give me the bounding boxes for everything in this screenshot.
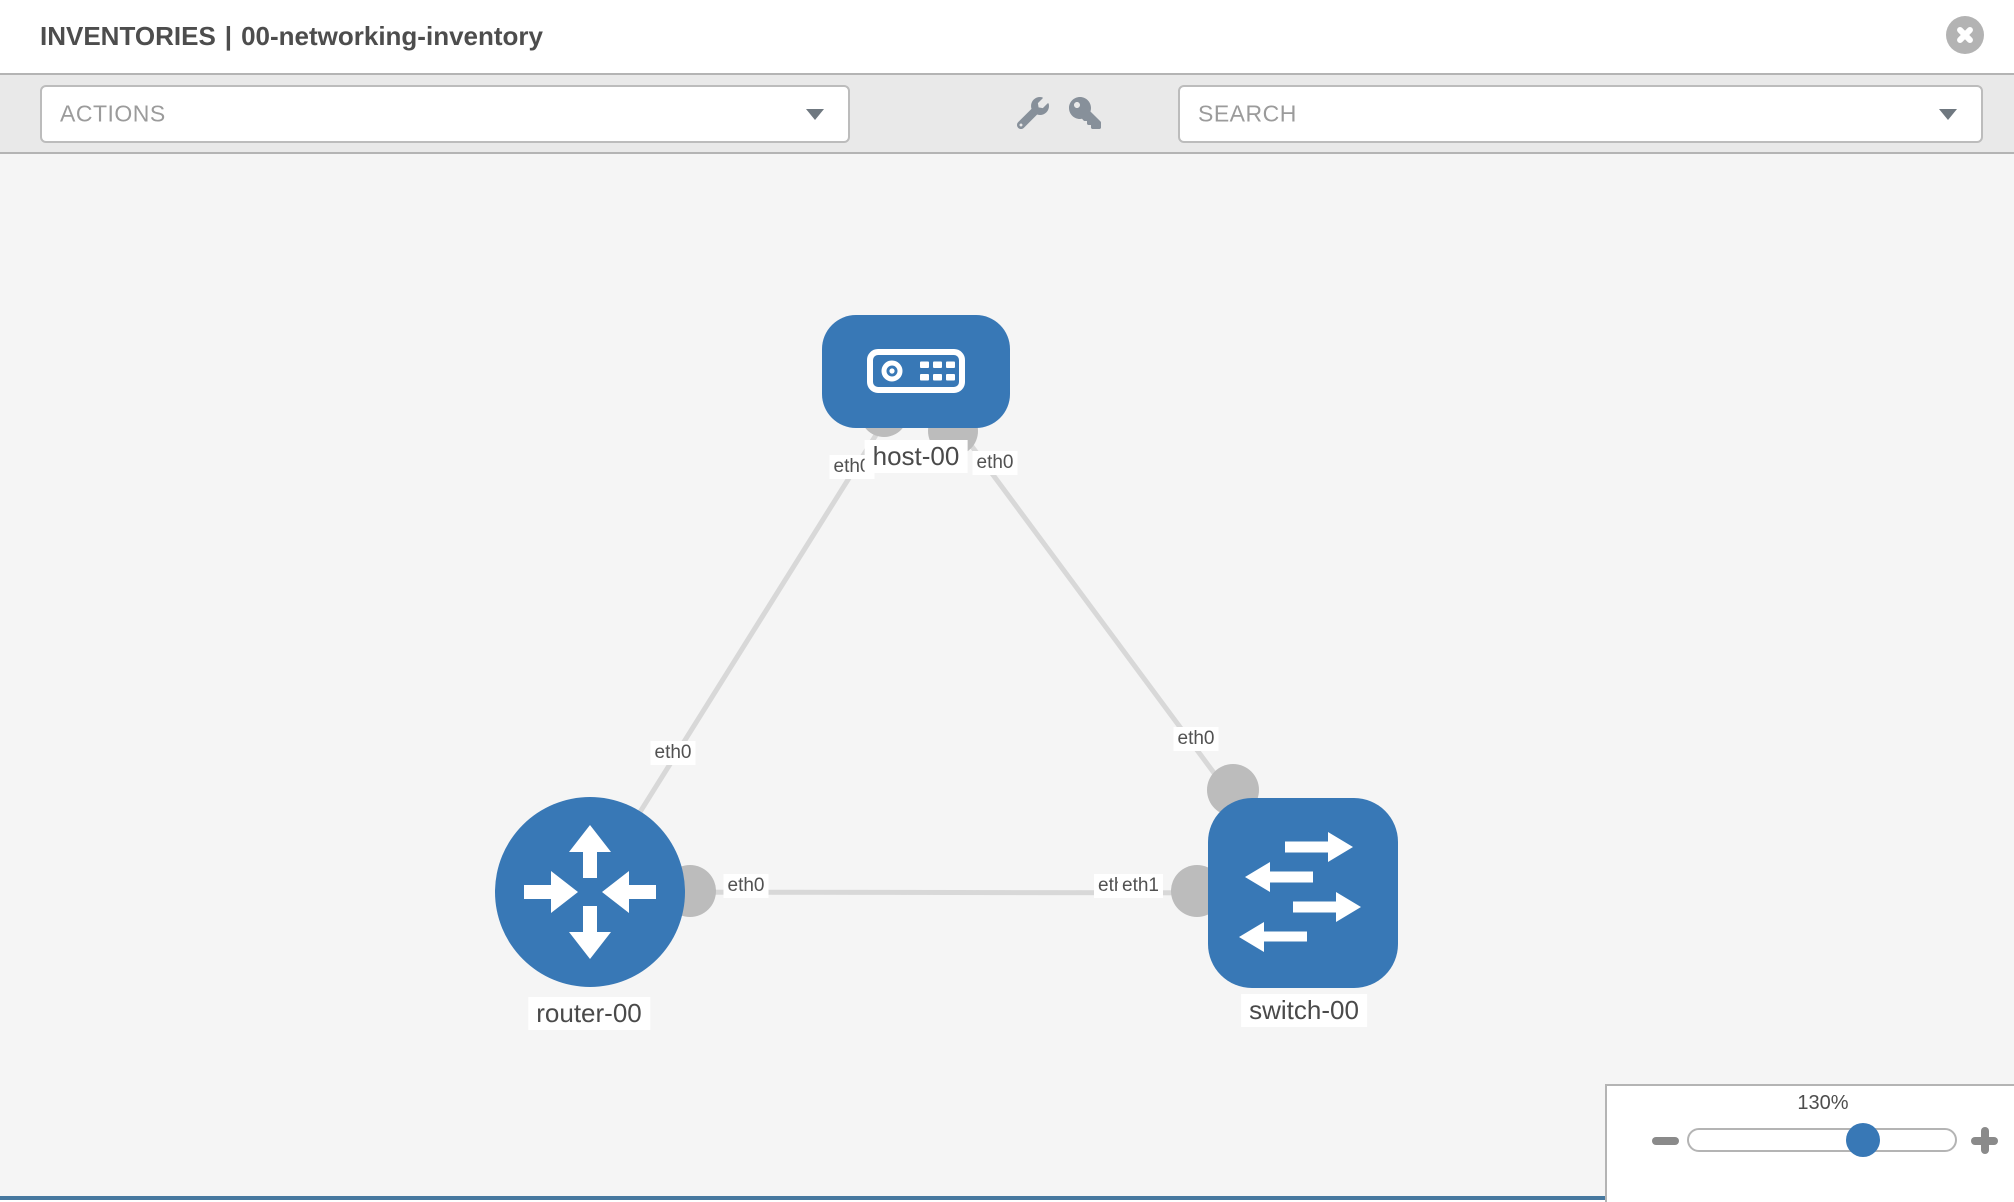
title-separator: | — [224, 21, 233, 51]
wrench-icon — [1016, 97, 1049, 130]
page-title: INVENTORIES | 00-networking-inventory — [40, 0, 543, 73]
zoom-in-button[interactable] — [1971, 1127, 1998, 1154]
router-icon — [524, 825, 656, 959]
actions-dropdown-label: ACTIONS — [60, 100, 166, 127]
zoom-slider-handle[interactable] — [1846, 1123, 1880, 1157]
header-bar: INVENTORIES | 00-networking-inventory — [0, 0, 2014, 75]
node-router[interactable] — [495, 797, 685, 987]
close-button[interactable] — [1946, 16, 1984, 54]
credentials-button[interactable] — [1069, 97, 1101, 129]
zoom-out-button[interactable] — [1652, 1137, 1679, 1145]
title-inventory-name: 00-networking-inventory — [241, 21, 543, 51]
actions-dropdown[interactable]: ACTIONS — [40, 85, 850, 143]
search-dropdown[interactable]: SEARCH — [1178, 85, 1983, 143]
plus-icon — [1981, 1127, 1989, 1154]
topology-graph — [495, 315, 1398, 988]
bottom-panel-edge — [0, 1196, 1605, 1200]
node-host[interactable] — [822, 315, 1010, 428]
interface-label-host-right: eth0 — [972, 451, 1018, 475]
node-label-router: router-00 — [528, 997, 650, 1030]
key-icon — [1069, 97, 1101, 129]
interface-label-switch-eth1: eth1 — [1118, 874, 1163, 898]
toolbar: ACTIONS SEARCH — [0, 75, 2014, 154]
node-switch[interactable] — [1208, 798, 1398, 988]
switch-icon — [1239, 832, 1361, 952]
chevron-down-icon — [1939, 109, 1957, 120]
interface-label-router-eth0: eth0 — [723, 874, 769, 898]
host-icon — [867, 349, 965, 393]
zoom-level-value: 130% — [1797, 1092, 1849, 1114]
manage-groups-button[interactable] — [1016, 97, 1049, 130]
chevron-down-icon — [806, 109, 824, 120]
interface-label-router-link: eth0 — [650, 741, 696, 765]
node-label-host: host-00 — [864, 440, 968, 473]
search-dropdown-label: SEARCH — [1198, 100, 1297, 127]
zoom-slider-track[interactable] — [1687, 1128, 1957, 1152]
zoom-panel: 130% — [1605, 1084, 2014, 1202]
interface-label-switch-link: eth0 — [1173, 727, 1219, 751]
topology-canvas[interactable]: eth0 eth0 eth0 eth0 eth0 eth0 eth1 host-… — [0, 154, 2014, 1202]
title-section: INVENTORIES — [40, 21, 216, 51]
node-label-switch: switch-00 — [1241, 994, 1367, 1027]
